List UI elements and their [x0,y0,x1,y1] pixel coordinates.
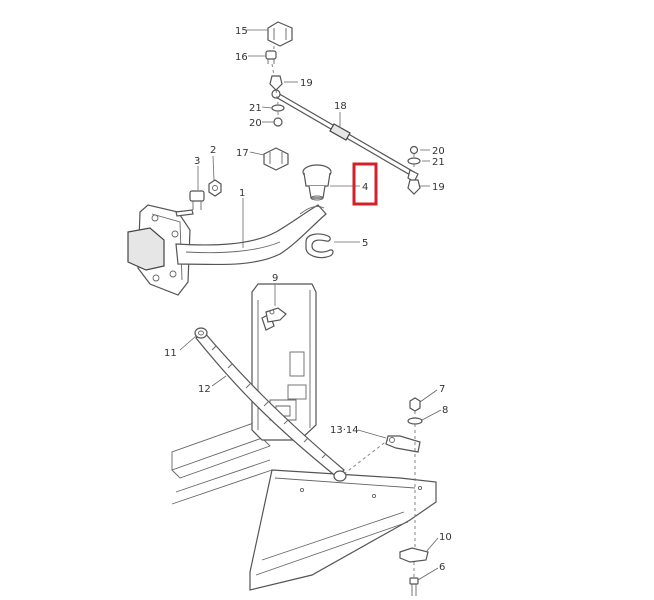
highlight-box-part-4 [352,162,378,206]
part-6-bolt [409,577,419,596]
callout-10: 10 [439,532,452,543]
part-5-snap-ring [305,233,334,259]
callout-20-upper: 20 [249,118,262,129]
tailgate-outline [171,419,437,591]
callout-4: 4 [362,182,368,193]
callout-13-14: 13·14 [330,425,359,436]
part-8-washer [407,417,423,425]
hinge-arm-part-1 [127,204,327,296]
part-11-washer [194,327,208,339]
part-9-striker [265,307,287,323]
callout-5: 5 [362,238,368,249]
callout-21-lower: 21 [432,157,445,168]
callout-16: 16 [235,52,248,63]
alignment-lines [271,46,416,578]
callout-11: 11 [164,348,177,359]
part-17-clip [263,147,289,171]
part-2-nut [208,179,222,197]
part-10-plate [399,547,429,563]
callout-labels: 15 16 19 21 20 18 20 21 19 17 3 2 1 4 5 … [164,26,452,573]
callout-19-upper: 19 [300,78,313,89]
callout-12: 12 [198,384,211,395]
callout-6: 6 [439,562,445,573]
part-19-upper-pivot [269,75,283,91]
callout-8: 8 [442,405,448,416]
part-15-bracket [267,21,293,47]
callout-3: 3 [194,156,200,167]
part-21-upper-washer [271,104,285,112]
part-13-14-bracket [385,435,421,453]
part-21-lower-washer [407,157,421,165]
part-12-strap [195,331,347,482]
part-19-lower-pivot [407,179,421,195]
leader-lines [179,29,442,581]
callout-20-lower: 20 [432,146,445,157]
callout-1: 1 [239,188,245,199]
callout-21-upper: 21 [249,103,262,114]
part-20-upper-clip [273,117,283,127]
part-20-lower-clip [409,145,419,155]
callout-7: 7 [439,384,445,395]
part-3-bolt [189,190,205,210]
callout-18: 18 [334,101,347,112]
part-16-bolt [265,50,277,64]
callout-17: 17 [236,148,249,159]
callout-9: 9 [272,273,278,284]
callout-15: 15 [235,26,248,37]
callout-19-lower: 19 [432,182,445,193]
part-4-bumper [302,164,332,201]
callout-2: 2 [210,145,216,156]
part-7-nut [409,397,421,412]
part-18-cable [271,89,419,183]
